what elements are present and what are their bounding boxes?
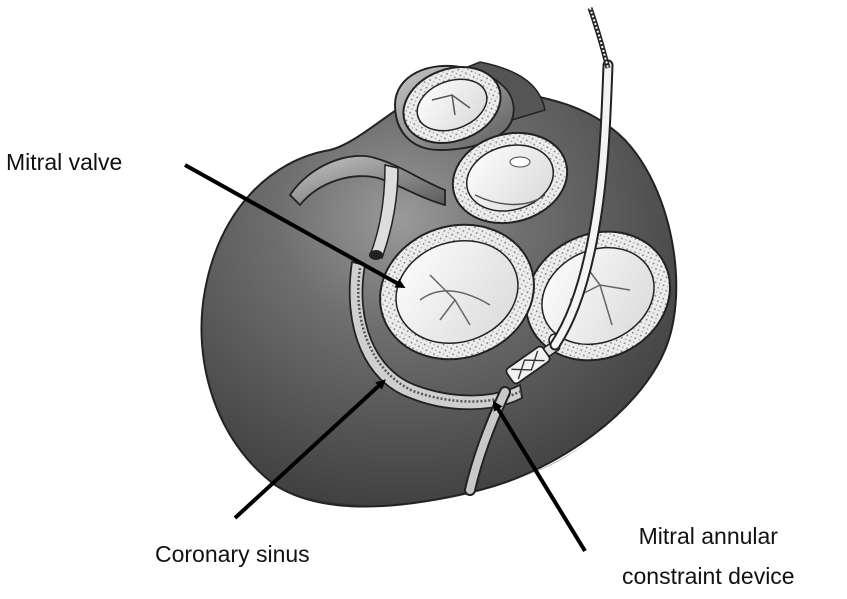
mitral-valve-label: Mitral valve xyxy=(6,151,122,174)
constraint-device-label-line1: Mitral annular xyxy=(622,516,795,556)
coronary-sinus-label: Coronary sinus xyxy=(155,543,310,566)
constraint-device-label-line2: constraint device xyxy=(622,556,795,596)
constraint-device-label: Mitral annular constraint device xyxy=(622,516,795,596)
